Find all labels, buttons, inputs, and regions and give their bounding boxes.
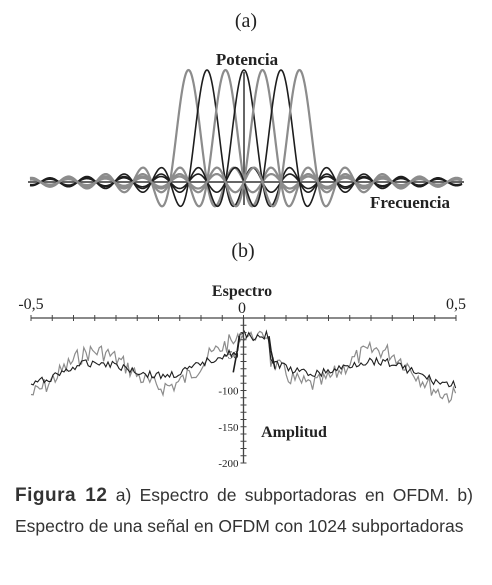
panel-a-label: (a): [235, 10, 257, 32]
y-tick-label: -200: [218, 458, 239, 470]
y-tick-label: -50: [224, 349, 239, 361]
panel-b-plot-area: -50 -100 -150 -200: [30, 315, 457, 470]
panel-b-title: Espectro: [212, 283, 272, 300]
figure: (a) Potencia Frecuencia (b) Espectro -0,…: [18, 10, 466, 470]
x-tick-label-zero: 0: [238, 300, 246, 317]
y-tick-label: -100: [218, 386, 239, 398]
caption-text: a) Espectro de subportadoras en OFDM. b)…: [15, 485, 473, 536]
x-tick-label-right: 0,5: [446, 296, 466, 313]
panel-a-ylabel: Potencia: [216, 50, 279, 69]
x-tick-label-left: -0,5: [18, 296, 43, 313]
caption-label: Figura 12: [15, 485, 108, 506]
subcarrier-curves: [29, 68, 463, 208]
panel-b-ylabel: Amplitud: [261, 424, 327, 441]
subcarrier-curve: [29, 68, 463, 208]
subcarrier-curve: [29, 69, 463, 208]
passband-left-edge: [232, 336, 241, 373]
passband-right-edge: [268, 336, 276, 369]
figure-caption: Figura 12 a) Espectro de subportadoras e…: [15, 480, 473, 542]
panel-b-label: (b): [231, 240, 254, 262]
panel-b-ofdm-spectrum: (b) Espectro -0,5 0 0,5 -50-100-150-200 …: [18, 240, 466, 470]
panel-a-subcarrier-spectrum: (a) Potencia Frecuencia: [28, 10, 464, 212]
panel-a-xlabel: Frecuencia: [370, 193, 450, 212]
y-tick-label: -150: [218, 422, 239, 434]
